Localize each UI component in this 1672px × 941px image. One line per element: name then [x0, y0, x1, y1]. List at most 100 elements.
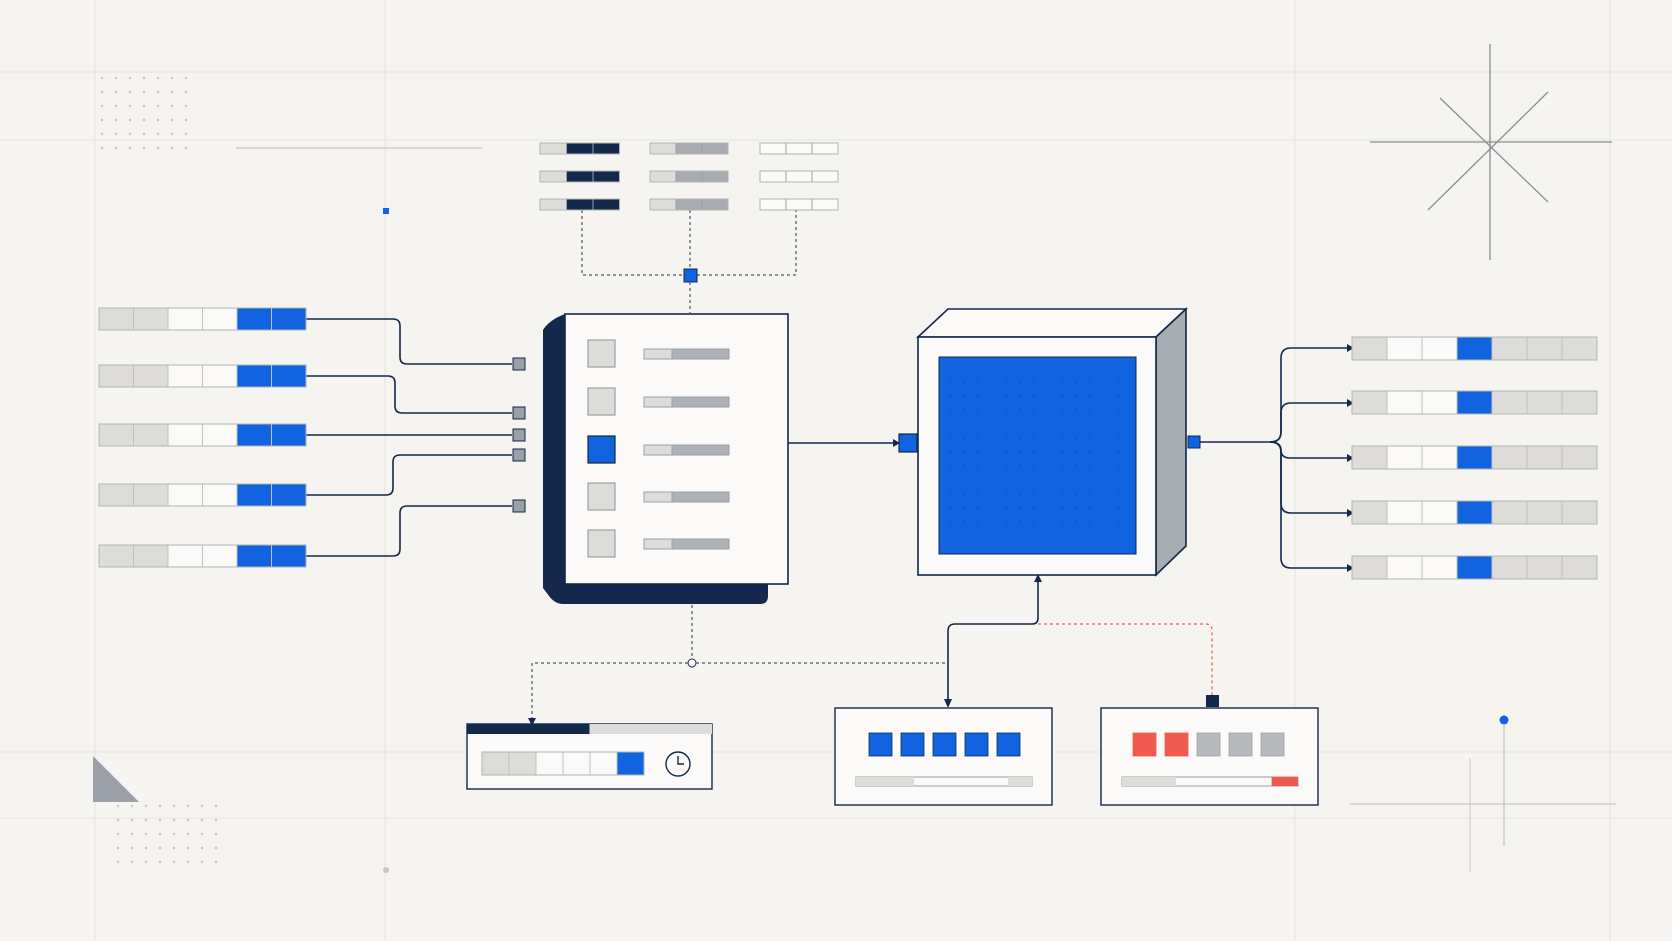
record-cell	[1526, 390, 1563, 415]
triangle-corner	[93, 756, 139, 802]
record-cell	[236, 364, 272, 388]
status-error-cell	[1196, 732, 1221, 757]
screen-dot	[977, 437, 979, 439]
screen-dot	[1005, 423, 1007, 425]
grid-dot	[142, 90, 146, 94]
record-cell	[539, 170, 567, 183]
record-cell	[759, 170, 787, 183]
grid-dot	[214, 846, 218, 850]
record-outline	[98, 307, 307, 331]
screen-dot	[1061, 535, 1063, 537]
screen-dot	[1047, 381, 1049, 383]
output-record	[1351, 555, 1598, 580]
screen-dot	[949, 507, 951, 509]
record-cell	[535, 751, 564, 776]
grid-dot	[144, 860, 148, 864]
input-port	[512, 406, 526, 420]
grid-dot	[128, 132, 132, 136]
grid-dot	[100, 118, 104, 122]
record-cell	[1491, 445, 1528, 470]
screen-dot	[1117, 479, 1119, 481]
screen-dot	[977, 479, 979, 481]
screen-dot	[1033, 409, 1035, 411]
record-cell	[785, 198, 813, 211]
screen-dot	[1075, 479, 1077, 481]
record-cell	[1526, 445, 1563, 470]
screen-dot	[1047, 465, 1049, 467]
screen-dot	[1075, 367, 1077, 369]
record-cell	[649, 142, 677, 155]
screen-dot	[1033, 493, 1035, 495]
screen-dot	[1103, 409, 1105, 411]
screen-dot	[1089, 395, 1091, 397]
grid-dot	[184, 90, 188, 94]
screen-dot	[1075, 381, 1077, 383]
grid-dot	[100, 132, 104, 136]
error-port	[1206, 695, 1219, 707]
record-cell	[1491, 500, 1528, 525]
screen-dot	[1075, 521, 1077, 523]
screen-dot	[1089, 465, 1091, 467]
screen-dot	[1033, 465, 1035, 467]
schema-row	[759, 198, 839, 211]
record-cell	[1386, 445, 1423, 470]
screen-dot	[1089, 535, 1091, 537]
record-cell	[701, 142, 729, 155]
marker-dot	[1499, 715, 1509, 725]
record-cell	[1421, 445, 1458, 470]
grid-dot	[100, 76, 104, 80]
record-cell	[1456, 555, 1493, 580]
connector-lines	[305, 210, 1354, 726]
record-cell	[1561, 555, 1598, 580]
screen-dot	[977, 367, 979, 369]
screen-dot	[991, 381, 993, 383]
record-cell	[1491, 555, 1528, 580]
screen-dot	[1047, 521, 1049, 523]
screen-dot	[1005, 507, 1007, 509]
record-cell	[1561, 390, 1598, 415]
screen-dot	[1005, 395, 1007, 397]
screen-dot	[1075, 423, 1077, 425]
record-outline	[98, 544, 307, 568]
grid-dot	[114, 76, 118, 80]
screen-dot	[1033, 423, 1035, 425]
input-records	[98, 307, 307, 568]
grid-dot	[142, 76, 146, 80]
grid-dot	[144, 832, 148, 836]
processor-row-checkbox	[587, 339, 616, 368]
record-cell	[133, 483, 169, 507]
record-cell	[1351, 555, 1388, 580]
screen-dot	[949, 465, 951, 467]
record-outline	[759, 198, 839, 211]
schema-row	[759, 142, 839, 155]
screen-dot	[991, 465, 993, 467]
grid-dot	[200, 860, 204, 864]
connector	[305, 375, 512, 414]
record-cell	[167, 364, 203, 388]
screen-dot	[1103, 507, 1105, 509]
schema-hub	[683, 268, 698, 283]
scheduler-panel	[466, 723, 713, 790]
screen-dot	[1019, 381, 1021, 383]
record-cell	[1491, 390, 1528, 415]
screen-dot	[1019, 451, 1021, 453]
schema-row	[539, 198, 620, 211]
top-schema-tables	[539, 142, 839, 211]
screen-dot	[1033, 437, 1035, 439]
schema-row	[649, 142, 729, 155]
screen-dot	[1061, 521, 1063, 523]
grid-dot	[214, 860, 218, 864]
grid-dot	[200, 818, 204, 822]
grid-dot	[130, 846, 134, 850]
screen-dot	[1047, 423, 1049, 425]
record-outline	[649, 142, 729, 155]
record-cell	[236, 423, 272, 447]
arrow-head	[944, 699, 952, 708]
record-cell	[167, 483, 203, 507]
screen-dot	[1117, 437, 1119, 439]
status-panel-ok	[834, 707, 1053, 806]
record-cell	[1526, 500, 1563, 525]
screen-dot	[949, 493, 951, 495]
status-ok-cell	[932, 732, 957, 757]
screen-dot	[1005, 493, 1007, 495]
